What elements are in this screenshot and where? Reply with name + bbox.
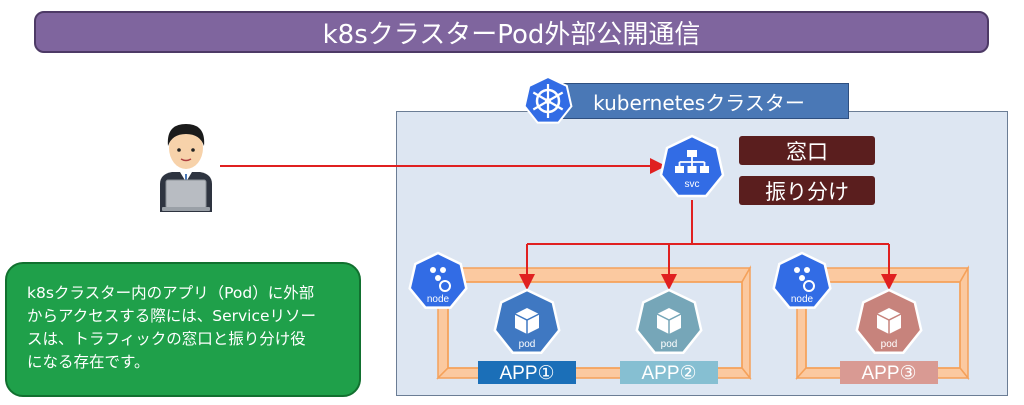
kubernetes-logo-icon [523,75,573,124]
app-label-bg-3 [840,361,938,384]
service-tag-entrypoint: 窓口 [739,136,875,165]
svg-text:node: node [791,294,814,305]
app-label-bg-1 [478,361,576,384]
cluster-label: kubernetesクラスター [549,83,849,119]
note-line: からアクセスする際には、Serviceリソー [27,307,317,325]
note-line: スは、トラフィックの窓口と振り分け役 [27,330,306,348]
svg-text:svc: svc [685,179,700,190]
user-with-laptop-icon [160,124,212,212]
traffic-arrows [220,158,897,290]
svg-text:pod: pod [519,339,536,350]
svg-text:pod: pod [661,339,678,350]
service-icon: svc [659,134,725,198]
note-line: k8sクラスター内のアプリ（Pod）に外部 [27,284,315,302]
pod-icon-2: pod [635,288,703,354]
svg-text:pod: pod [881,339,898,350]
note-line: になる存在です。 [27,353,150,371]
pod-icon-1: pod [493,288,561,354]
pod-icon-3: pod [855,288,923,354]
svg-text:node: node [427,294,450,305]
page-title: k8sクラスターPod外部公開通信 [34,11,989,53]
service-tag-loadbalance: 振り分け [739,176,875,205]
node-icon-1: node [408,251,468,309]
app-label-3: APP③ [861,363,916,384]
explanation-note: k8sクラスター内のアプリ（Pod）に外部 からアクセスする際には、Servic… [5,262,361,397]
app-label-bg-2 [620,361,718,384]
app-label-1: APP① [499,363,554,384]
node-icon-2: node [772,251,832,309]
app-label-2: APP② [641,363,696,384]
